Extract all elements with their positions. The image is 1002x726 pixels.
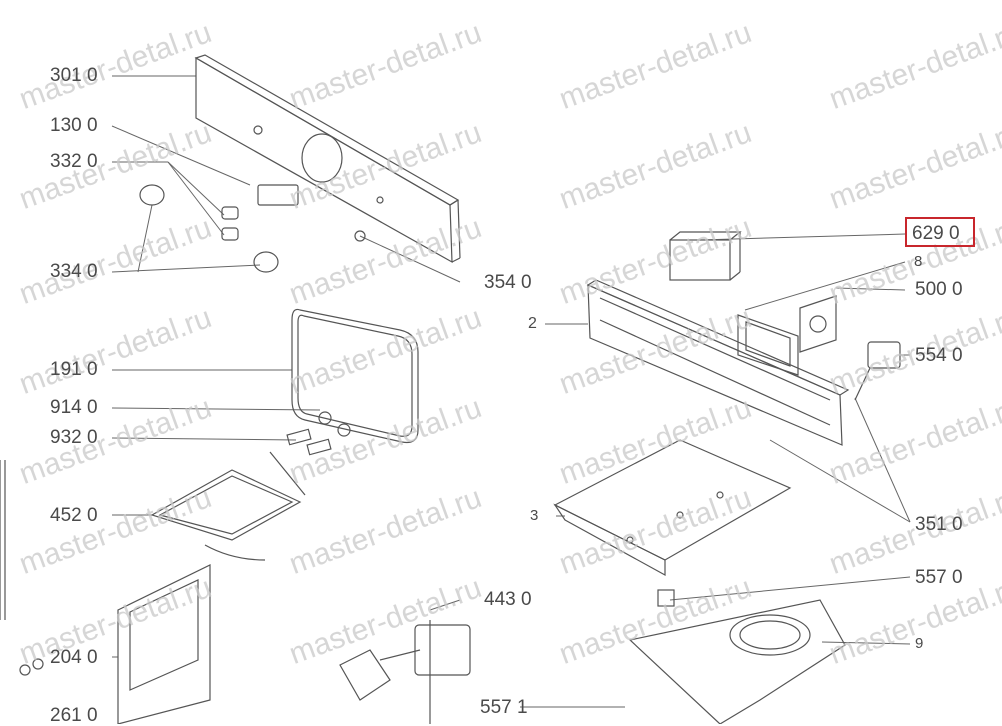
- display-frame-part: [737, 314, 799, 376]
- part-label-334: 334 0: [50, 261, 98, 282]
- part-label-557-1: 557 1: [480, 697, 528, 718]
- part-label-354: 354 0: [484, 272, 532, 293]
- fan-motor-part: [339, 620, 471, 724]
- back-panel-part: [586, 279, 850, 446]
- fan-housing-part: [628, 589, 846, 724]
- control-panel-part: [194, 54, 461, 264]
- door-seal-part: [291, 308, 419, 444]
- part-label-191: 191 0: [50, 359, 98, 380]
- part-label-8: 8: [914, 253, 923, 270]
- part-label-557: 557 0: [915, 567, 963, 588]
- socket-part: [799, 295, 837, 353]
- part-label-261: 261 0: [50, 705, 98, 726]
- heating-element-part: [150, 451, 306, 561]
- part-label-204: 204 0: [50, 647, 98, 668]
- part-label-9: 9: [915, 635, 924, 652]
- part-label-130: 130 0: [50, 115, 98, 136]
- switch-module-part: [669, 231, 742, 281]
- part-label-301: 301 0: [50, 65, 98, 86]
- part-label-500: 500 0: [915, 279, 963, 300]
- part-label-914: 914 0: [50, 397, 98, 418]
- part-label-932: 932 0: [50, 427, 98, 448]
- leader-lines: [111, 75, 911, 708]
- part-label-629: 629 0: [912, 223, 960, 244]
- side-frame-part: [0, 460, 211, 724]
- part-label-3: 3: [530, 507, 539, 524]
- part-label-351: 351 0: [915, 514, 963, 535]
- lamp-parts: [286, 411, 351, 456]
- part-label-443: 443 0: [484, 589, 532, 610]
- part-label-2: 2: [528, 315, 537, 332]
- highlight-box: [905, 217, 975, 247]
- thermostat-part: [854, 341, 901, 401]
- knobs-part: [139, 184, 299, 273]
- bottom-plate-part: [553, 439, 792, 577]
- part-label-452: 452 0: [50, 505, 98, 526]
- part-label-332: 332 0: [50, 151, 98, 172]
- part-label-554: 554 0: [915, 345, 963, 366]
